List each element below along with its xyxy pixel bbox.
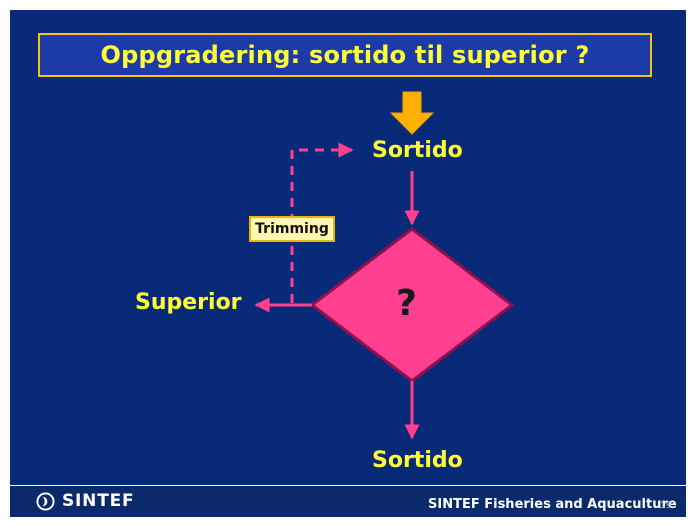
start-arrow-icon — [389, 91, 435, 135]
sintef-logo-icon — [36, 491, 55, 511]
slide-title-box: Oppgradering: sortido til superior ? — [38, 33, 652, 77]
page-number: 19 — [660, 501, 672, 511]
decision-question-mark: ? — [396, 283, 417, 324]
top-node-label: Sortido — [372, 138, 463, 163]
organization-name: SINTEF Fisheries and Aquaculture — [428, 497, 677, 512]
bottom-node-label: Sortido — [372, 448, 463, 473]
left-node-label: Superior — [135, 290, 242, 315]
slide-footer — [10, 486, 686, 517]
slide-content-area — [10, 10, 686, 485]
trimming-label: Trimming — [249, 216, 335, 242]
slide-title: Oppgradering: sortido til superior ? — [100, 41, 590, 69]
logo-text: SINTEF — [62, 491, 135, 511]
sintef-logo: SINTEF — [36, 491, 134, 511]
trimming-loop-arrow — [290, 142, 354, 303]
